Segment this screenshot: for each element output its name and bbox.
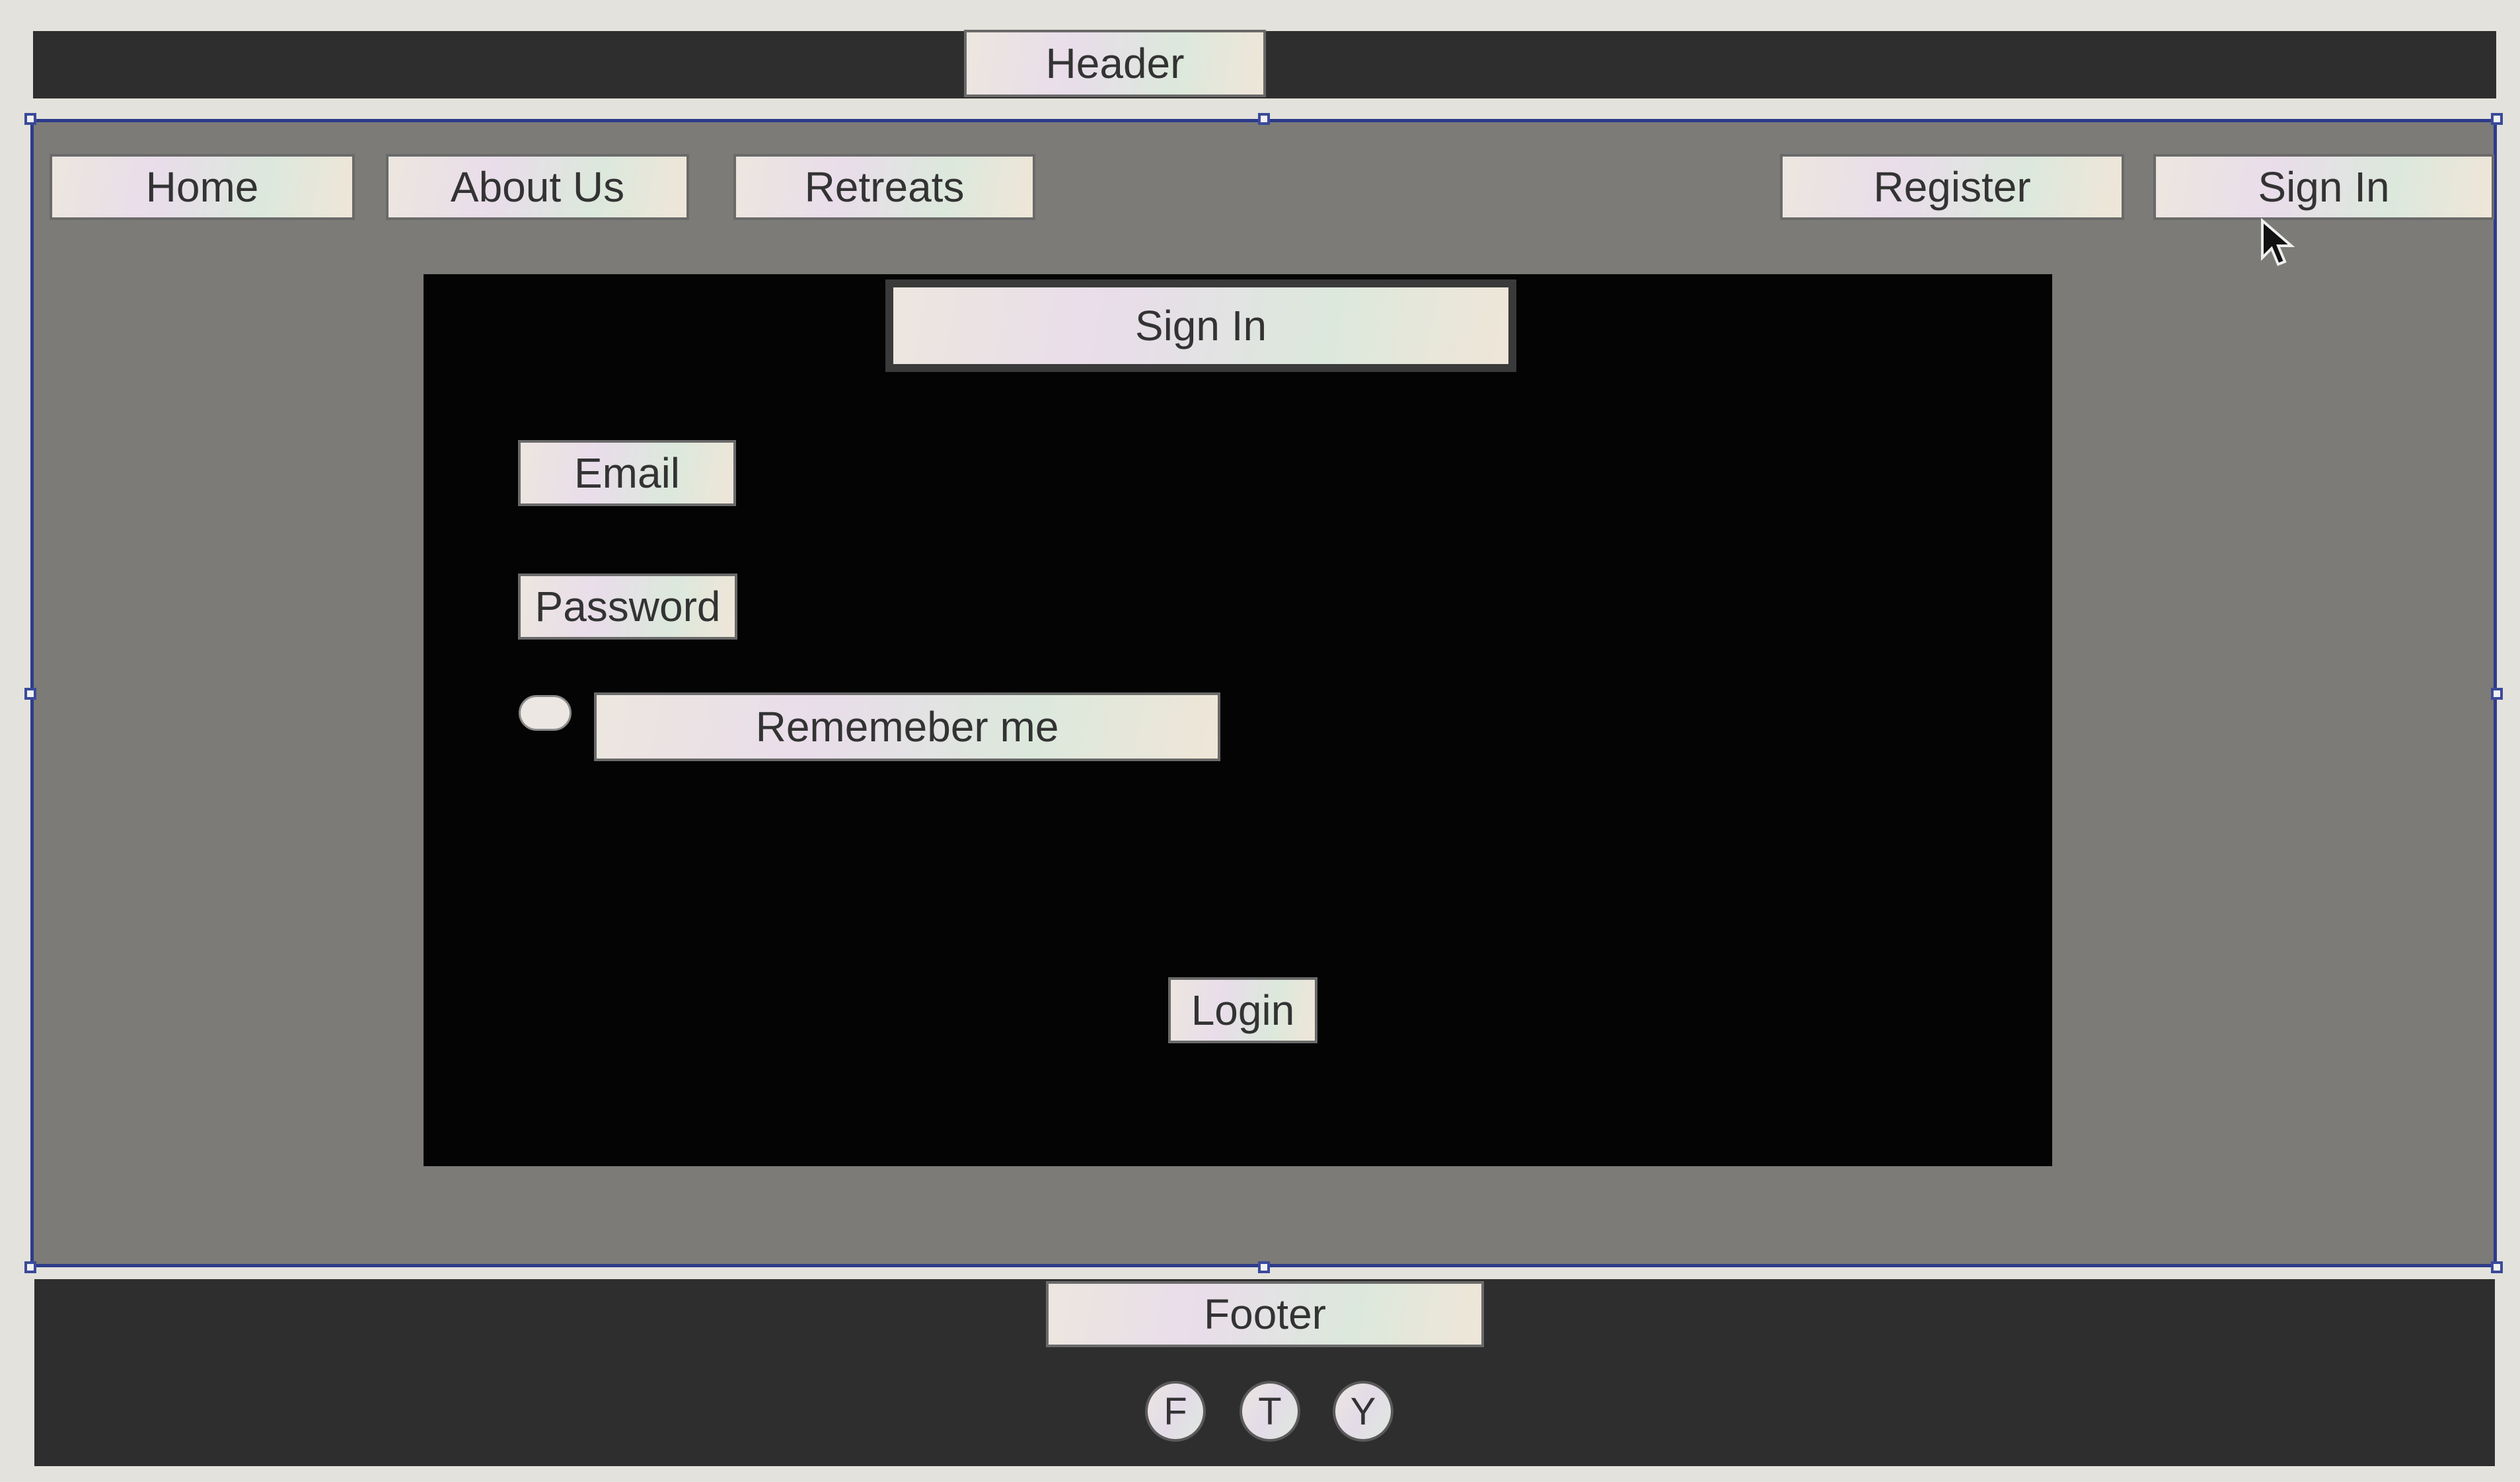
login-button[interactable]: Login — [1168, 977, 1317, 1043]
selection-handle-top-left[interactable] — [24, 113, 36, 125]
mouse-cursor-icon — [2261, 218, 2295, 266]
selection-handle-top-middle[interactable] — [1258, 113, 1270, 125]
selection-handle-top-right[interactable] — [2491, 113, 2503, 125]
sign-in-title: Sign In — [885, 279, 1516, 372]
remember-me-toggle[interactable] — [519, 695, 572, 731]
nav-home-button[interactable]: Home — [50, 154, 355, 220]
remember-me-label: Rememeber me — [594, 692, 1220, 761]
selection-handle-bottom-right[interactable] — [2491, 1261, 2503, 1273]
nav-sign-in-button[interactable]: Sign In — [2153, 154, 2494, 220]
selection-handle-middle-left[interactable] — [24, 688, 36, 700]
twitter-icon[interactable]: T — [1240, 1381, 1300, 1442]
selection-handle-bottom-left[interactable] — [24, 1261, 36, 1273]
selection-handle-bottom-middle[interactable] — [1258, 1261, 1270, 1273]
nav-about-us-button[interactable]: About Us — [386, 154, 689, 220]
selection-handle-middle-right[interactable] — [2491, 688, 2503, 700]
facebook-icon[interactable]: F — [1145, 1381, 1206, 1442]
footer-title: Footer — [1046, 1281, 1484, 1347]
youtube-icon[interactable]: Y — [1333, 1381, 1393, 1442]
password-label[interactable]: Password — [518, 574, 737, 640]
nav-register-button[interactable]: Register — [1780, 154, 2124, 220]
email-label[interactable]: Email — [518, 440, 736, 506]
nav-retreats-button[interactable]: Retreats — [733, 154, 1035, 220]
header-title: Header — [964, 30, 1266, 97]
